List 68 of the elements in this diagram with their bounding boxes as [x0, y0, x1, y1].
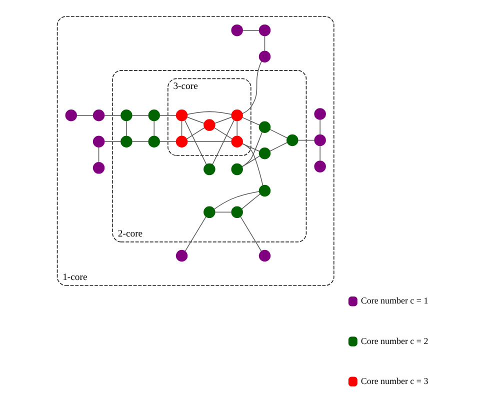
node-circle — [176, 110, 188, 122]
connector — [270, 142, 288, 152]
node-circle — [258, 184, 271, 197]
node-circle — [204, 119, 216, 131]
connector — [214, 127, 233, 140]
connector — [76, 115, 94, 116]
node-circle — [65, 110, 77, 122]
connector — [104, 115, 122, 116]
node-circle — [176, 136, 188, 148]
node-circle — [314, 160, 326, 172]
node-circle — [286, 134, 298, 146]
connector — [132, 115, 149, 116]
connector — [184, 120, 207, 165]
connector — [270, 129, 288, 138]
legend-label: Core number c = 3 — [360, 376, 428, 386]
node-circle — [120, 136, 132, 148]
connector — [242, 143, 260, 152]
connector — [242, 60, 262, 114]
node-circle — [92, 110, 105, 122]
connector — [126, 120, 127, 136]
node-circle — [258, 148, 271, 160]
connector — [242, 30, 260, 31]
connector — [214, 212, 232, 213]
legend-label: Core number c = 2 — [360, 336, 428, 346]
connector — [212, 120, 234, 165]
node-circle — [258, 121, 271, 133]
node-circle — [258, 250, 271, 262]
connector — [159, 115, 177, 116]
node-circle — [231, 136, 243, 148]
node-circle — [92, 162, 105, 174]
node-circle — [231, 163, 243, 176]
node-circle — [148, 136, 160, 148]
connector — [241, 194, 261, 210]
connector — [132, 141, 149, 142]
node-circle — [314, 134, 326, 146]
node-circle — [204, 163, 216, 176]
connector — [98, 147, 100, 163]
connector — [181, 120, 182, 136]
connector — [242, 143, 264, 186]
node-circle — [92, 136, 105, 148]
connector — [187, 141, 232, 142]
node-circle — [314, 108, 326, 120]
node-circle — [258, 50, 271, 62]
node-circle — [120, 110, 132, 122]
node-circle — [231, 110, 243, 122]
node-circle — [231, 206, 243, 218]
connector — [104, 141, 122, 142]
cluster: 3-core — [168, 78, 252, 156]
connector — [242, 132, 262, 168]
connector — [214, 116, 232, 124]
connector — [298, 140, 315, 141]
connector — [240, 216, 262, 252]
connector — [186, 116, 204, 124]
connector — [236, 120, 238, 136]
connector — [186, 127, 205, 140]
connector — [159, 141, 177, 142]
node-circle — [176, 250, 188, 262]
connector — [242, 117, 260, 126]
connector — [186, 111, 232, 115]
connector — [184, 216, 206, 252]
connector — [242, 156, 260, 168]
node-circle — [231, 24, 243, 36]
connector — [264, 36, 266, 52]
connector — [214, 191, 260, 210]
legend-label: Core number c = 1 — [360, 296, 428, 306]
node-circle — [204, 206, 216, 218]
node-circle — [258, 24, 271, 36]
node-circle — [148, 110, 160, 122]
